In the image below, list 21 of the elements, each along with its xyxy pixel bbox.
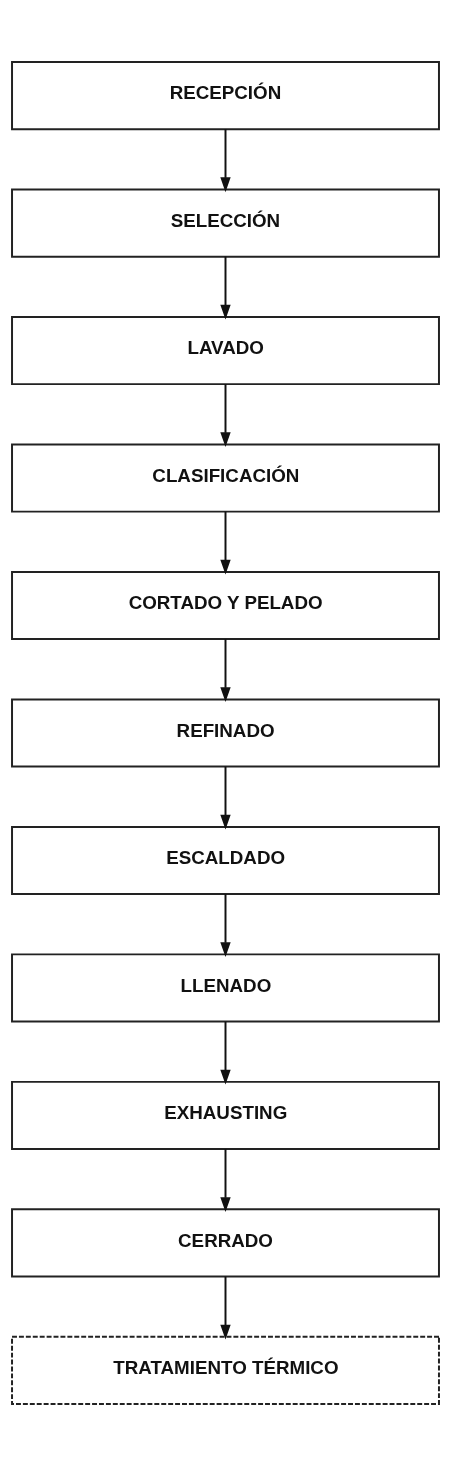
node-box: LLENADO bbox=[11, 953, 440, 1023]
arrow bbox=[220, 1148, 231, 1213]
arrow bbox=[220, 255, 231, 320]
node-box: REFINADO bbox=[11, 698, 440, 768]
arrow bbox=[220, 128, 231, 193]
arrow bbox=[220, 638, 231, 703]
node-box: CORTADO Y PELADO bbox=[11, 570, 440, 641]
arrow bbox=[220, 1020, 231, 1085]
node-box: LAVADO bbox=[11, 315, 440, 386]
node-box: SELECCIÓN bbox=[11, 188, 440, 258]
arrow bbox=[220, 1275, 231, 1340]
node-box: CLASIFICACIÓN bbox=[11, 443, 440, 513]
arrow bbox=[220, 510, 231, 575]
arrow bbox=[220, 765, 231, 830]
node-box: EXHAUSTING bbox=[11, 1080, 440, 1151]
node-box: ESCALDADO bbox=[11, 825, 440, 896]
arrow bbox=[220, 893, 231, 958]
node-box: RECEPCIÓN bbox=[11, 60, 440, 131]
arrow bbox=[220, 383, 231, 448]
node-box: TRATAMIENTO TÉRMICO bbox=[11, 1335, 440, 1406]
node-box: CERRADO bbox=[11, 1208, 440, 1278]
